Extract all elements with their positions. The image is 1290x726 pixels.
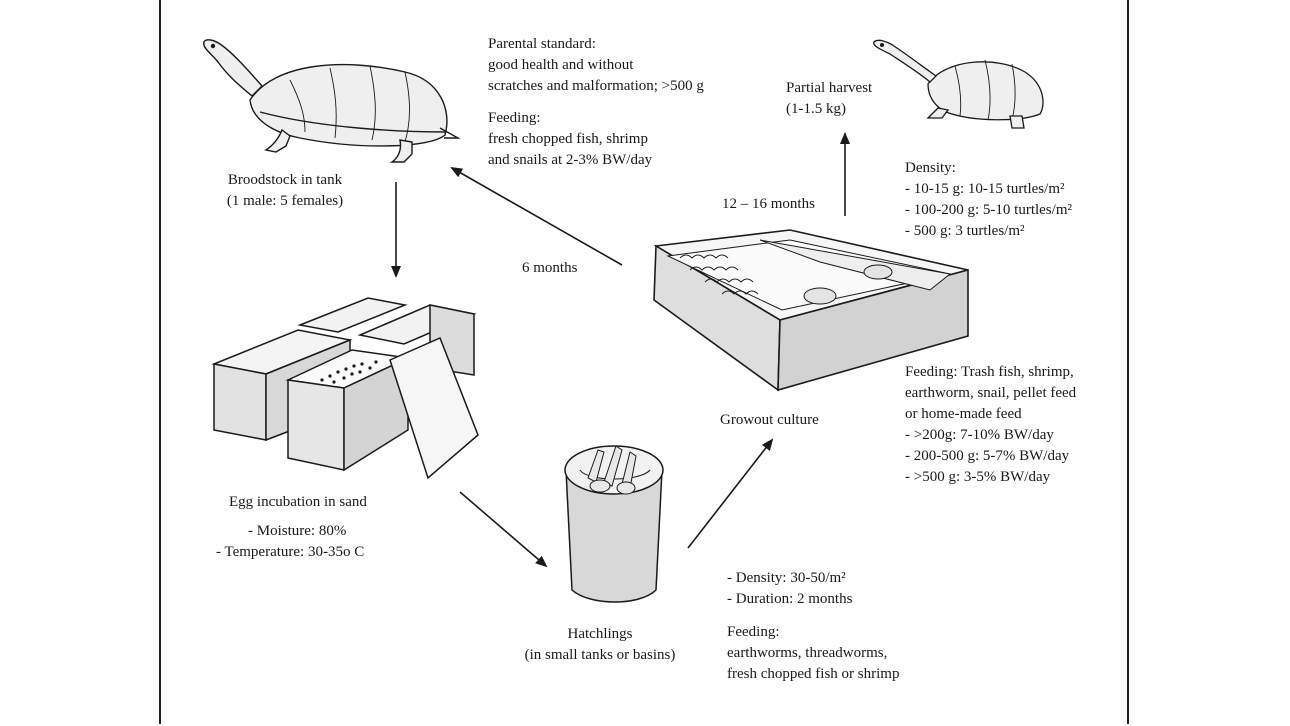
parental-feeding-line2: and snails at 2-3% BW/day: [488, 152, 653, 168]
incubation-temperature: - Temperature: 30-35o C: [216, 544, 365, 560]
growout-feeding-item: - >200g: 7-10% BW/day: [905, 427, 1054, 443]
parental-standard-line1: good health and without: [488, 57, 634, 73]
growout-feeding-note: Feeding: Trash fish, shrimp, earthworm, …: [905, 362, 1076, 488]
incubation-conditions: - Moisture: 80% - Temperature: 30-35o C: [216, 521, 364, 563]
hatchlings-feeding-line2: fresh chopped fish or shrimp: [727, 666, 900, 682]
parental-standard-note: Parental standard: good health and witho…: [488, 34, 704, 97]
hatchlings-feeding-line1: earthworms, threadworms,: [727, 645, 888, 661]
hatchlings-label-line1: Hatchlings: [567, 626, 633, 642]
diagram-frame: [159, 0, 1129, 724]
arrow-hatchlings-to-growout: [687, 438, 774, 549]
growout-density-title: Density:: [905, 160, 956, 176]
hatchlings-label: Hatchlings (in small tanks or basins): [500, 624, 700, 666]
partial-harvest-line1: Partial harvest: [786, 80, 873, 96]
hatchlings-label-line2: (in small tanks or basins): [524, 647, 676, 663]
incubation-moisture: - Moisture: 80%: [248, 523, 347, 539]
arrow-growout-to-broodstock: [450, 167, 623, 266]
broodstock-label-line2: (1 male: 5 females): [226, 193, 344, 209]
partial-harvest-line2: (1-1.5 kg): [786, 101, 846, 117]
broodstock-turtle-illustration: [203, 39, 461, 163]
parental-feeding-note: Feeding: fresh chopped fish, shrimp and …: [488, 108, 652, 171]
growout-feeding-line3: or home-made feed: [905, 406, 1022, 422]
parental-standard-title: Parental standard:: [488, 36, 596, 52]
incubation-boxes-illustration: [211, 297, 479, 480]
hatchlings-conditions: - Density: 30-50/m² - Duration: 2 months: [727, 568, 852, 610]
growout-culture-label: Growout culture: [720, 412, 819, 428]
growout-feeding-line2: earthworm, snail, pellet feed: [905, 385, 1077, 401]
hatchlings-duration: - Duration: 2 months: [727, 591, 853, 607]
harvest-turtle-illustration: [873, 39, 1044, 129]
growout-density-item: - 500 g: 3 turtles/m²: [905, 223, 1025, 239]
growout-feeding-line1: Feeding: Trash fish, shrimp,: [905, 364, 1074, 380]
broodstock-label-line1: Broodstock in tank: [227, 172, 343, 188]
hatchlings-density: - Density: 30-50/m²: [727, 570, 846, 586]
arrow-incubation-to-hatchlings: [459, 491, 548, 568]
growout-density-item: - 10-15 g: 10-15 turtles/m²: [905, 181, 1065, 197]
broodstock-duration-label: 6 months: [522, 260, 578, 276]
parental-feeding-line1: fresh chopped fish, shrimp: [488, 131, 648, 147]
growout-feeding-item: - >500 g: 3-5% BW/day: [905, 469, 1051, 485]
growout-duration-label: 12 – 16 months: [722, 196, 815, 212]
growout-pond-illustration: [653, 229, 969, 392]
growout-density-note: Density: - 10-15 g: 10-15 turtles/m² - 1…: [905, 158, 1072, 242]
hatchlings-feeding-note: Feeding: earthworms, threadworms, fresh …: [727, 622, 899, 685]
growout-density-item: - 100-200 g: 5-10 turtles/m²: [905, 202, 1072, 218]
hatchling-bucket-illustration: [564, 445, 664, 603]
parental-feeding-title: Feeding:: [488, 110, 541, 126]
parental-standard-line2: scratches and malformation; >500 g: [488, 78, 704, 94]
broodstock-label: Broodstock in tank (1 male: 5 females): [205, 170, 365, 212]
hatchlings-feeding-title: Feeding:: [727, 624, 780, 640]
flow-arrows: [391, 132, 850, 568]
growout-feeding-item: - 200-500 g: 5-7% BW/day: [905, 448, 1070, 464]
partial-harvest-label: Partial harvest (1-1.5 kg): [786, 78, 872, 120]
egg-incubation-label: Egg incubation in sand: [229, 494, 367, 510]
